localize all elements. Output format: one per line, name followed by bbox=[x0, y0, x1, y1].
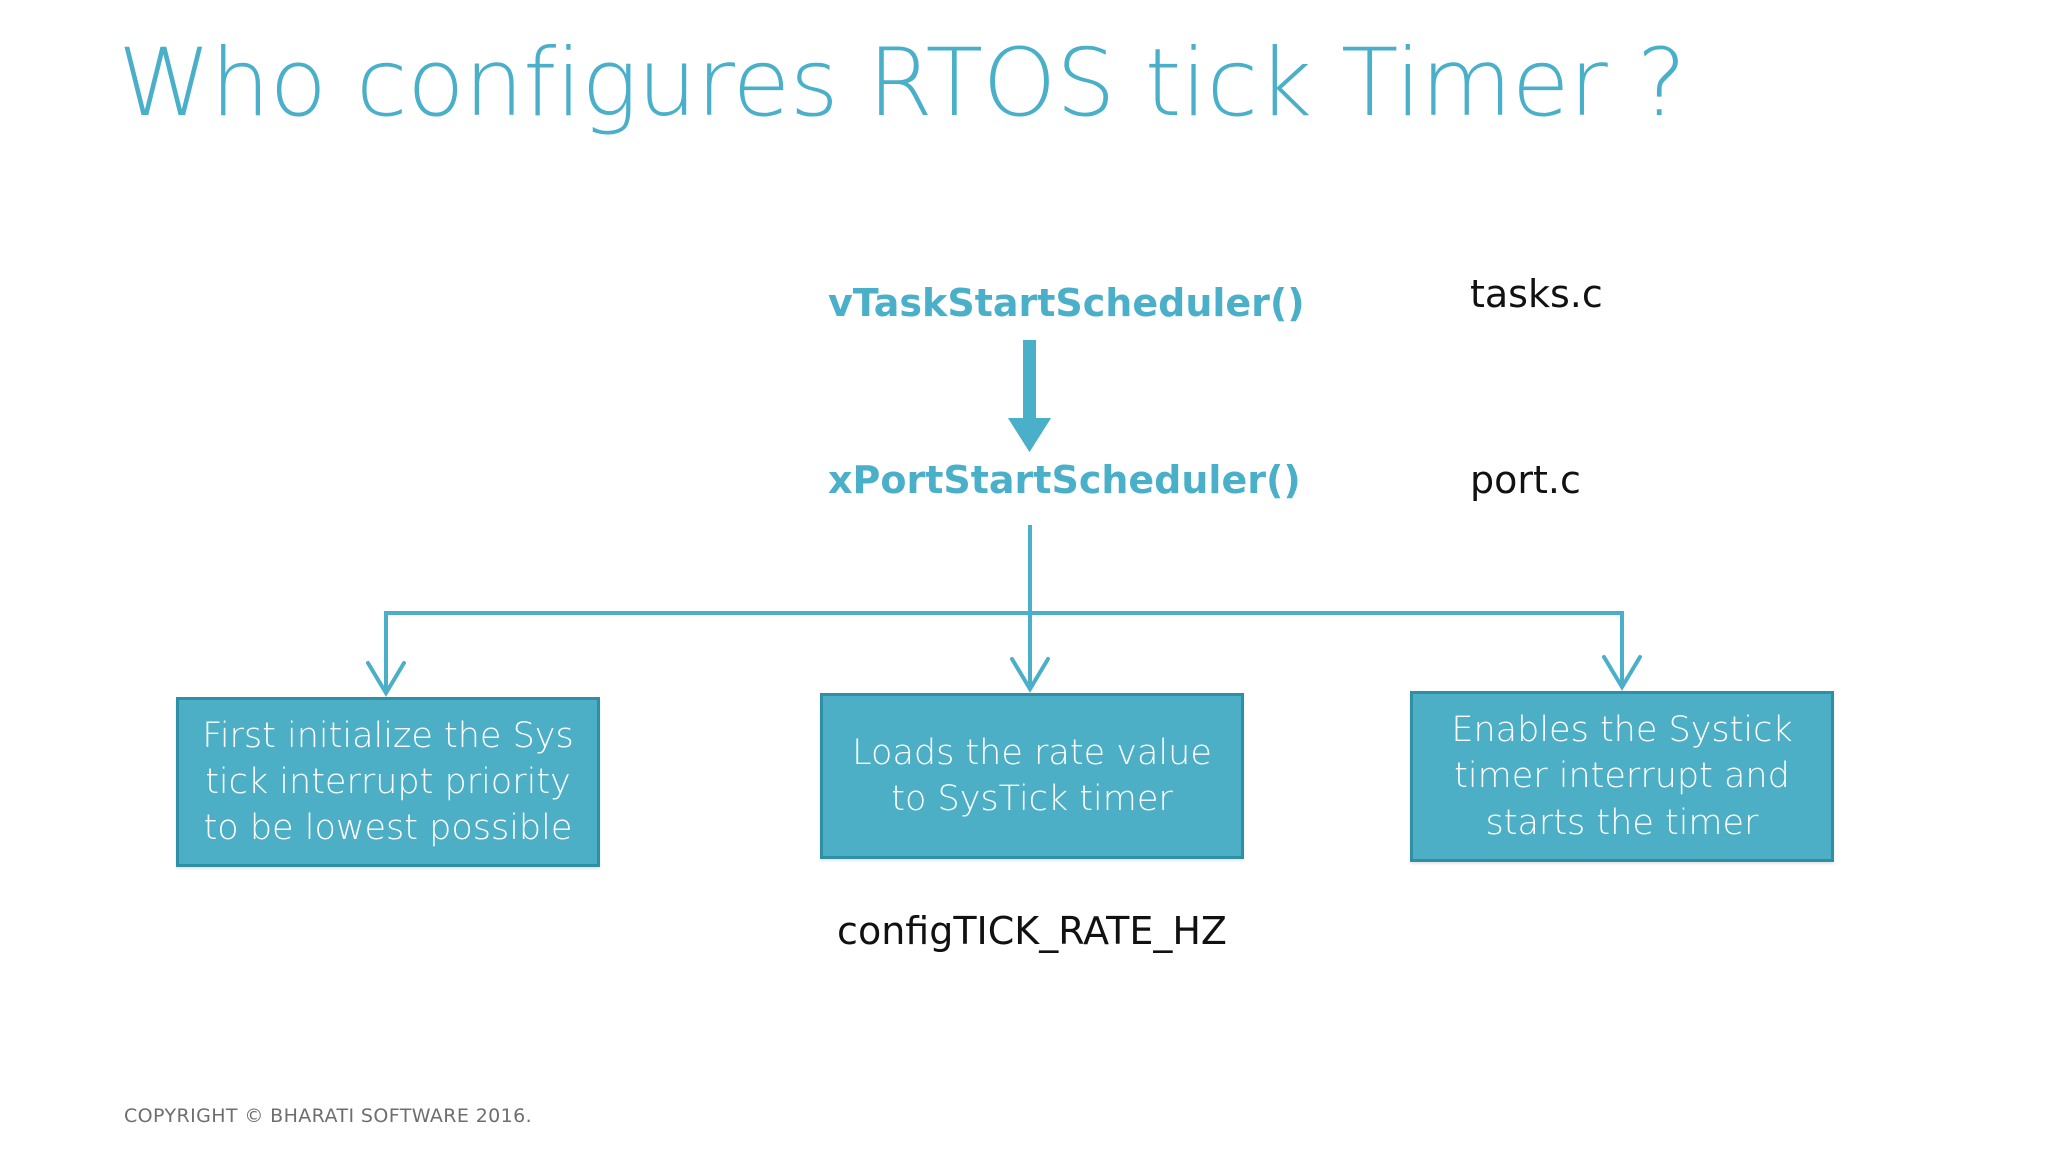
arrow-vtask-to-xport bbox=[1008, 340, 1051, 452]
copyright-footer: COPYRIGHT © BHARATI SOFTWARE 2016. bbox=[124, 1105, 533, 1127]
fork-connector bbox=[384, 525, 1624, 692]
action-box-load-rate-value: Loads the rate value to SysTick timer bbox=[820, 693, 1244, 859]
fork-arrowheads bbox=[366, 655, 1642, 697]
macro-label-configtickratehz: configTICK_RATE_HZ bbox=[837, 909, 1227, 953]
action-box-init-systick-priority: First initialize the Sys tick interrupt … bbox=[176, 697, 600, 867]
flow-node-vtaskstartscheduler: vTaskStartScheduler() bbox=[828, 281, 1305, 325]
file-label-tasks-c: tasks.c bbox=[1470, 272, 1603, 316]
action-box-enable-systick-interrupt: Enables the Systick timer interrupt and … bbox=[1410, 691, 1834, 862]
file-label-port-c: port.c bbox=[1470, 458, 1581, 502]
page-title: Who configures RTOS tick Timer ? bbox=[118, 29, 1687, 138]
flow-node-xportstartscheduler: xPortStartScheduler() bbox=[828, 458, 1301, 502]
